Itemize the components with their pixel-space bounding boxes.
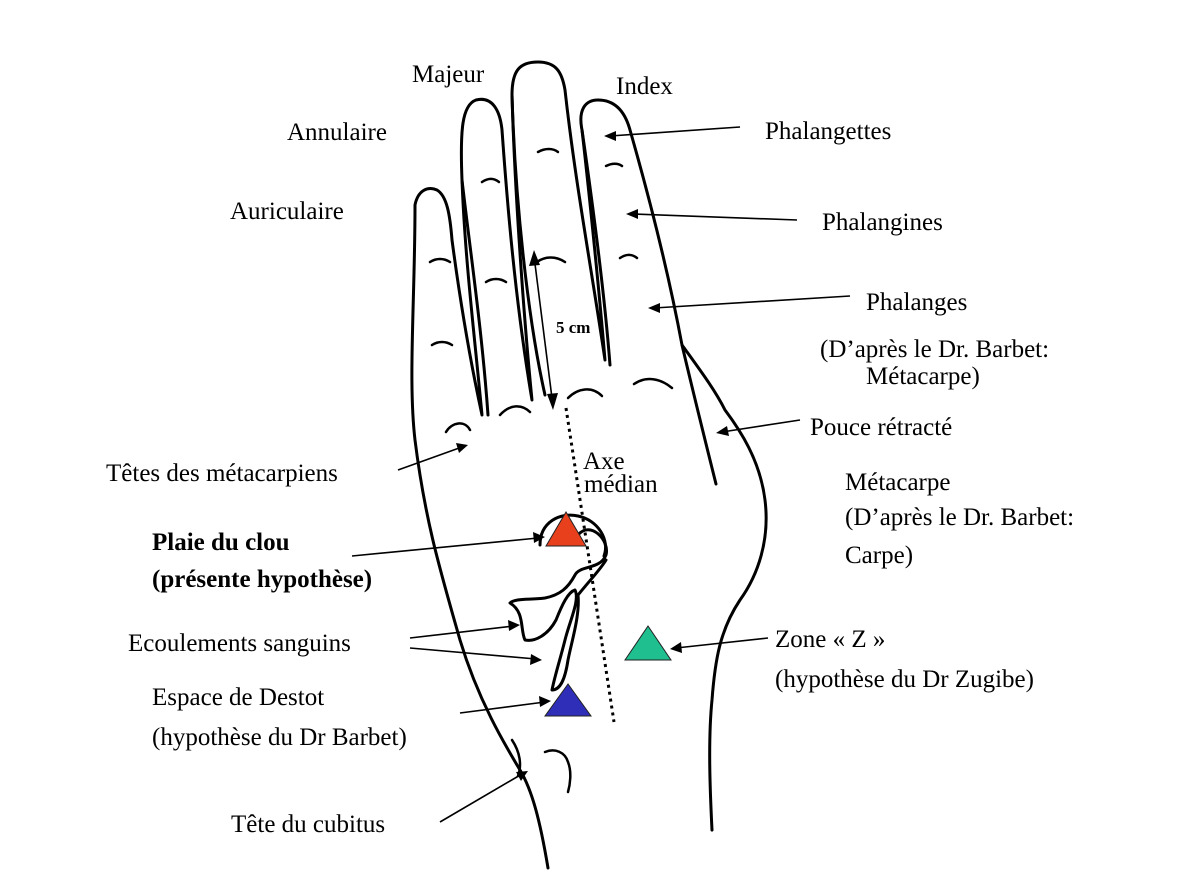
wound-circle [538, 513, 607, 558]
label-zone-hypothese: (hypothèse du Dr Zugibe) [775, 666, 1034, 693]
measure-line [533, 255, 554, 407]
label-median: médian [584, 471, 658, 498]
finger-line-middle [510, 93, 547, 397]
label-phalanges-note-1: (D’après le Dr. Barbet: [820, 336, 1049, 363]
hand-outline [410, 60, 768, 870]
metacarpal-head-arc [632, 377, 674, 390]
label-plaie: Plaie du clou [152, 529, 290, 556]
label-majeur: Majeur [412, 61, 485, 88]
label-metacarpe-note-2: Carpe) [845, 542, 913, 569]
label-auriculaire: Auriculaire [230, 198, 344, 225]
label-espace-destot: Espace de Destot [152, 684, 324, 711]
finger-line-ring [460, 178, 490, 417]
label-metacarpe-note-1: (D’après le Dr. Barbet: [845, 504, 1074, 531]
zone-z-marker [624, 625, 672, 661]
label-pouce: Pouce rétracté [810, 414, 952, 441]
blood-flow [508, 528, 608, 692]
label-distance: 5 cm [556, 318, 590, 337]
label-phalanges-note-2: Métacarpe) [866, 363, 980, 390]
label-phalangettes: Phalangettes [765, 118, 891, 145]
crease [535, 256, 567, 264]
thumb-line [680, 343, 718, 486]
label-axe: Axe [583, 448, 625, 475]
label-annulaire: Annulaire [287, 119, 387, 146]
metacarpal-head-arc [498, 405, 532, 417]
label-plaie-hypothese: (présente hypothèse) [152, 566, 372, 593]
label-arrows [351, 126, 851, 823]
crease [430, 340, 454, 347]
crease [480, 177, 501, 184]
label-phalanges: Phalanges [866, 289, 967, 316]
label-espace-hypothese: (hypothèse du Dr Barbet) [152, 724, 407, 751]
label-phalangines: Phalangines [822, 209, 943, 236]
destot-marker [544, 683, 592, 717]
label-ecoulements: Ecoulements sanguins [128, 630, 351, 657]
crease [536, 147, 560, 154]
label-index: Index [616, 73, 673, 100]
label-cubitus: Tête du cubitus [231, 811, 385, 838]
crease [604, 162, 624, 168]
label-zone-z: Zone « Z » [775, 626, 885, 653]
measure-arrowhead-bottom [547, 393, 558, 410]
measure-arrowhead-top [529, 250, 540, 266]
crease [618, 253, 639, 260]
plaie-marker [545, 511, 587, 547]
label-tetes-metacarpiens: Têtes des métacarpiens [106, 460, 338, 487]
crease [484, 277, 508, 284]
finger-line-index [580, 128, 612, 367]
cubitus-mark [543, 749, 572, 794]
crease [428, 257, 452, 264]
metacarpal-head-arc [566, 388, 604, 400]
label-metacarpe: Métacarpe [845, 469, 950, 496]
metacarpal-head-arc [444, 422, 472, 434]
